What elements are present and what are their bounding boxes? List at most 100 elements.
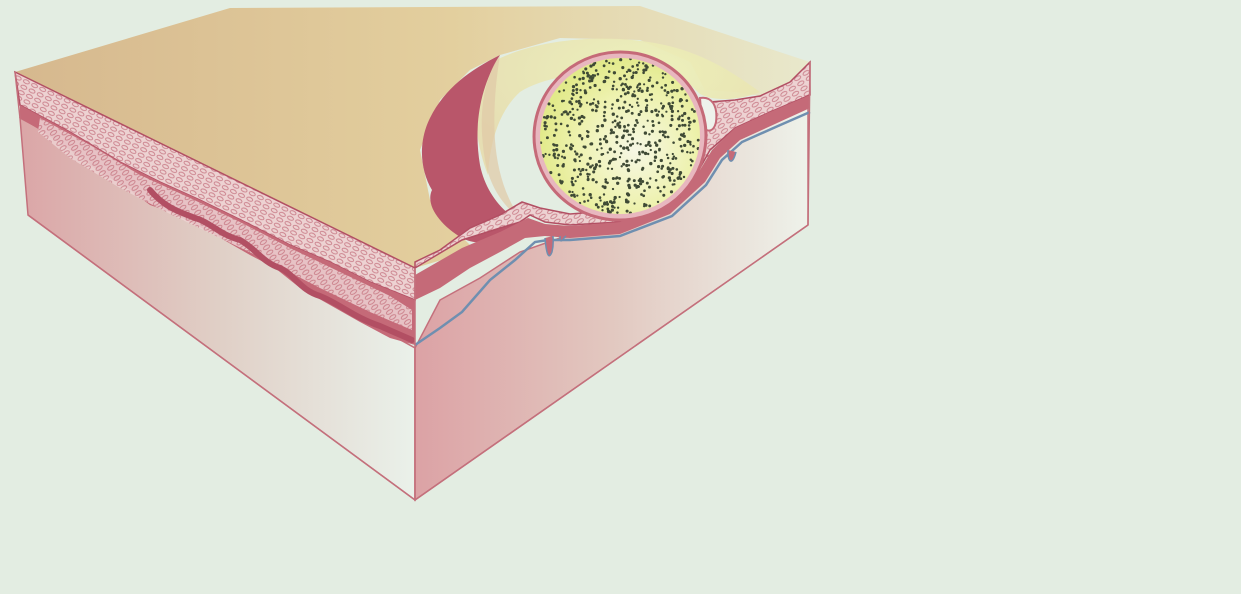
inflammatory-cell-dot <box>625 159 629 163</box>
inflammatory-cell-dot <box>689 143 692 146</box>
inflammatory-cell-dot <box>631 65 635 68</box>
inflammatory-cell-dot <box>658 139 662 143</box>
inflammatory-cell-dot <box>678 137 682 141</box>
inflammatory-cell-dot <box>547 102 551 106</box>
inflammatory-cell-dot <box>544 152 547 156</box>
inflammatory-cell-dot <box>617 106 621 110</box>
inflammatory-cell-dot <box>608 61 611 65</box>
inflammatory-cell-dot <box>607 210 611 214</box>
inflammatory-cell-dot <box>575 152 579 156</box>
inflammatory-cell-dot <box>621 106 625 110</box>
inflammatory-cell-dot <box>603 100 607 104</box>
inflammatory-cell-dot <box>604 140 609 144</box>
inflammatory-cell-dot <box>568 134 572 137</box>
inflammatory-cell-dot <box>602 64 606 68</box>
inflammatory-cell-dot <box>663 135 667 139</box>
inflammatory-cell-dot <box>602 79 607 84</box>
inflammatory-cell-dot <box>648 144 652 148</box>
inflammatory-cell-dot <box>598 88 601 92</box>
inflammatory-cell-dot <box>692 119 696 123</box>
inflammatory-cell-dot <box>591 108 595 112</box>
inflammatory-cell-dot <box>553 116 557 120</box>
inflammatory-cell-dot <box>656 170 660 174</box>
inflammatory-cell-dot <box>552 133 556 137</box>
inflammatory-cell-dot <box>603 110 607 114</box>
inflammatory-cell-dot <box>588 79 592 83</box>
inflammatory-cell-dot <box>675 168 679 171</box>
inflammatory-cell-dot <box>586 175 590 179</box>
inflammatory-cell-dot <box>665 153 669 157</box>
inflammatory-cell-dot <box>675 128 679 131</box>
inflammatory-cell-dot <box>691 151 695 154</box>
inflammatory-cell-dot <box>637 88 641 92</box>
inflammatory-cell-dot <box>603 201 607 205</box>
inflammatory-cell-dot <box>614 125 617 129</box>
inflammatory-cell-dot <box>620 165 623 168</box>
inflammatory-cell-dot <box>600 147 603 150</box>
inflammatory-cell-dot <box>679 177 683 181</box>
inflammatory-cell-dot <box>585 71 589 75</box>
inflammatory-cell-dot <box>630 111 634 115</box>
inflammatory-cell-dot <box>650 98 653 101</box>
inflammatory-cell-dot <box>602 114 606 118</box>
inflammatory-cell-dot <box>641 180 645 183</box>
inflammatory-cell-dot <box>596 205 600 209</box>
inflammatory-cell-dot <box>640 193 643 196</box>
inflammatory-cell-dot <box>621 66 625 70</box>
inflammatory-cell-dot <box>557 173 561 177</box>
inflammatory-cell-dot <box>618 121 621 124</box>
inflammatory-cell-dot <box>597 159 602 164</box>
vesicle-inflammatory-cells <box>539 57 700 215</box>
inflammatory-cell-dot <box>637 104 640 107</box>
inflammatory-cell-dot <box>657 110 661 113</box>
inflammatory-cell-dot <box>676 176 680 180</box>
inflammatory-cell-dot <box>612 71 617 75</box>
inflammatory-cell-dot <box>578 155 581 158</box>
inflammatory-cell-dot <box>586 162 590 166</box>
rete-ridge-3 <box>727 149 737 162</box>
inflammatory-cell-dot <box>543 127 547 131</box>
inflammatory-cell-dot <box>611 112 615 116</box>
inflammatory-cell-dot <box>553 156 557 159</box>
inflammatory-cell-dot <box>659 190 662 193</box>
inflammatory-cell-dot <box>623 100 627 104</box>
inflammatory-cell-dot <box>643 151 648 156</box>
inflammatory-cell-dot <box>662 105 665 108</box>
inflammatory-cell-dot <box>672 155 676 158</box>
inflammatory-cell-dot <box>629 133 632 137</box>
inflammatory-cell-dot <box>635 101 639 104</box>
inflammatory-cell-dot <box>586 199 590 202</box>
inflammatory-cell-dot <box>670 104 674 108</box>
inflammatory-cell-dot <box>656 200 660 204</box>
inflammatory-cell-dot <box>604 75 608 80</box>
inflammatory-cell-dot <box>660 167 663 170</box>
inflammatory-cell-dot <box>660 102 663 105</box>
inflammatory-cell-dot <box>551 104 555 107</box>
inflammatory-cell-dot <box>567 130 571 134</box>
inflammatory-cell-dot <box>646 119 649 122</box>
inflammatory-cell-dot <box>618 176 622 180</box>
inflammatory-cell-dot <box>641 150 645 154</box>
inflammatory-cell-dot <box>571 190 574 194</box>
inflammatory-cell-dot <box>571 89 575 92</box>
inflammatory-cell-dot <box>624 198 628 202</box>
inflammatory-cell-dot <box>627 177 631 181</box>
inflammatory-cell-dot <box>605 202 610 206</box>
inflammatory-cell-dot <box>667 135 670 139</box>
inflammatory-cell-dot <box>681 123 684 127</box>
inflammatory-cell-dot <box>614 157 617 161</box>
inflammatory-cell-dot <box>630 159 634 162</box>
inflammatory-cell-dot <box>637 185 641 189</box>
inflammatory-cell-dot <box>589 64 593 68</box>
inflammatory-cell-dot <box>616 206 620 209</box>
inflammatory-cell-dot <box>563 156 567 160</box>
inflammatory-cell-dot <box>682 132 686 135</box>
inflammatory-cell-dot <box>581 82 585 85</box>
inflammatory-cell-dot <box>579 170 582 173</box>
inflammatory-cell-dot <box>649 148 652 152</box>
basement-membrane <box>414 110 811 347</box>
inflammatory-cell-dot <box>632 130 636 134</box>
inflammatory-cell-dot <box>610 159 613 162</box>
inflammatory-cell-dot <box>552 148 556 152</box>
rete-ridge-1 <box>544 235 554 257</box>
